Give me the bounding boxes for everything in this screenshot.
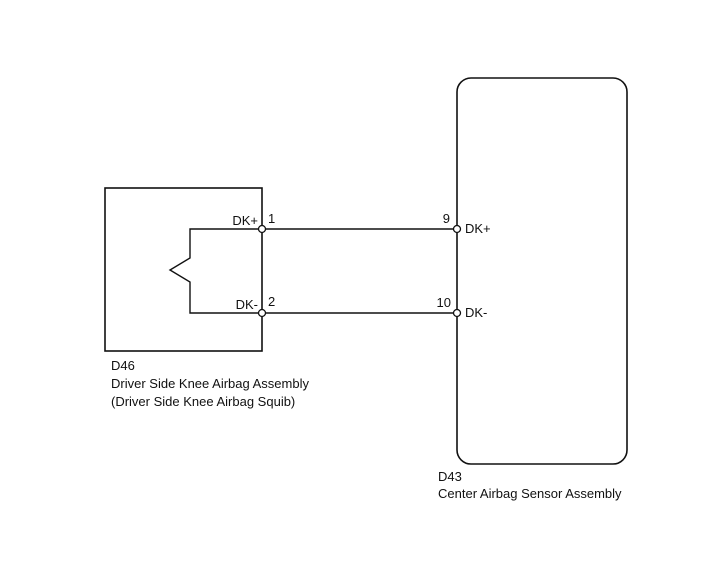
d43-box (456, 77, 628, 465)
d46-name: Driver Side Knee Airbag Assembly (111, 376, 309, 391)
d43-name: Center Airbag Sensor Assembly (438, 486, 622, 501)
d46-subname: (Driver Side Knee Airbag Squib) (111, 394, 296, 409)
d46-pin1-signal: DK+ (232, 213, 258, 228)
d46-box (104, 187, 263, 352)
d46-pin1-number: 1 (268, 211, 276, 226)
terminal-d46-pin1 (257, 224, 267, 234)
squib-element (168, 228, 262, 314)
d43-code: D43 (438, 469, 462, 484)
terminal-d43-pin10 (452, 308, 462, 318)
d46-pin2-number: 2 (268, 294, 276, 309)
terminal-d46-pin2 (257, 308, 267, 318)
d46-pin2-signal: DK- (235, 297, 258, 312)
d43-pin9-signal: DK+ (465, 221, 491, 236)
d43-pin10-signal: DK- (465, 305, 488, 320)
d46-code: D46 (111, 358, 135, 373)
terminal-d43-pin9 (452, 224, 462, 234)
d43-pin9-number: 9 (442, 211, 450, 226)
d43-pin10-number: 10 (436, 295, 451, 310)
